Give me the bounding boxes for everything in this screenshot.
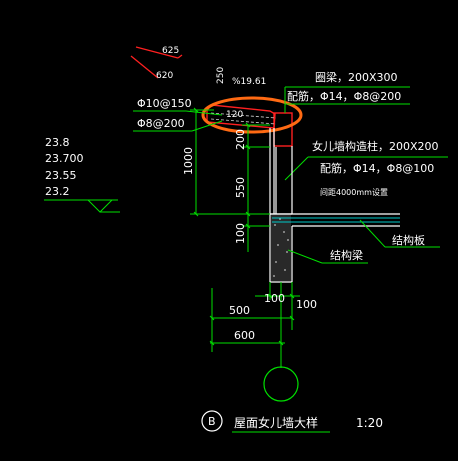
section-letter: B bbox=[208, 415, 216, 428]
axis-bubble bbox=[263, 366, 299, 402]
elevation-4: 23.2 bbox=[45, 185, 70, 198]
ring-beam-reinforcement: 配筋，Φ14，Φ8@200 bbox=[287, 89, 401, 103]
beam-hatch-dots bbox=[273, 218, 289, 277]
dim-100-left: 100 bbox=[264, 292, 285, 305]
dim-600: 600 bbox=[234, 329, 255, 342]
dim-overall: 1000 bbox=[182, 147, 195, 175]
dim-100-right: 100 bbox=[296, 298, 317, 311]
coping-bottom-width: 620 bbox=[156, 71, 173, 81]
slab-leader bbox=[359, 219, 440, 248]
coping-outline bbox=[130, 46, 183, 79]
column-leader bbox=[284, 156, 448, 181]
slab-rebar bbox=[272, 217, 400, 223]
slab-label: 结构板 bbox=[392, 233, 425, 247]
elevation-list: 23.8 23.700 23.55 23.2 bbox=[45, 136, 84, 198]
section-circle-icon: B bbox=[201, 410, 223, 432]
drawing-title: 屋面女儿墙大样 bbox=[234, 415, 318, 430]
elevation-1: 23.8 bbox=[45, 136, 70, 149]
parapet-wall bbox=[269, 128, 293, 215]
coping-top-width: 625 bbox=[162, 46, 179, 56]
beam-leader bbox=[287, 249, 368, 264]
coping-height: 250 bbox=[216, 67, 226, 84]
ring-beam-spec: 圈梁，200X300 bbox=[315, 70, 398, 84]
elevation-3: 23.55 bbox=[45, 169, 77, 182]
horizontal-dimension-lines bbox=[209, 282, 300, 352]
column-reinforcement: 配筋，Φ14，Φ8@100 bbox=[320, 161, 434, 175]
coping-rebar-lines bbox=[210, 112, 277, 125]
rebar-left-leaders bbox=[133, 110, 223, 132]
coping-slope: %19.61 bbox=[232, 77, 266, 87]
dim-lower: 100 bbox=[234, 223, 247, 244]
ring-beam-leader bbox=[284, 86, 410, 113]
vertical-dimension-lines bbox=[190, 107, 270, 252]
rebar-bottom-label: Φ8@200 bbox=[137, 117, 185, 130]
dim-middle: 550 bbox=[234, 177, 247, 198]
ceiling-label: 120 bbox=[226, 110, 243, 120]
column-spec: 女儿墙构造柱，200X200 bbox=[312, 139, 439, 153]
dim-500: 500 bbox=[229, 304, 250, 317]
highlight-ellipse bbox=[201, 96, 303, 134]
column-spacing-note: 间距4000mm设置 bbox=[320, 187, 388, 197]
structural-beam-hatch bbox=[271, 215, 291, 281]
rebar-top-label: Φ10@150 bbox=[137, 97, 192, 110]
elevation-marker-icon bbox=[44, 199, 120, 213]
elevation-2: 23.700 bbox=[45, 152, 84, 165]
drawing-scale: 1:20 bbox=[356, 416, 383, 430]
beam-label: 结构梁 bbox=[330, 248, 363, 262]
dim-upper: 200 bbox=[234, 129, 247, 150]
structural-slab bbox=[269, 213, 400, 283]
